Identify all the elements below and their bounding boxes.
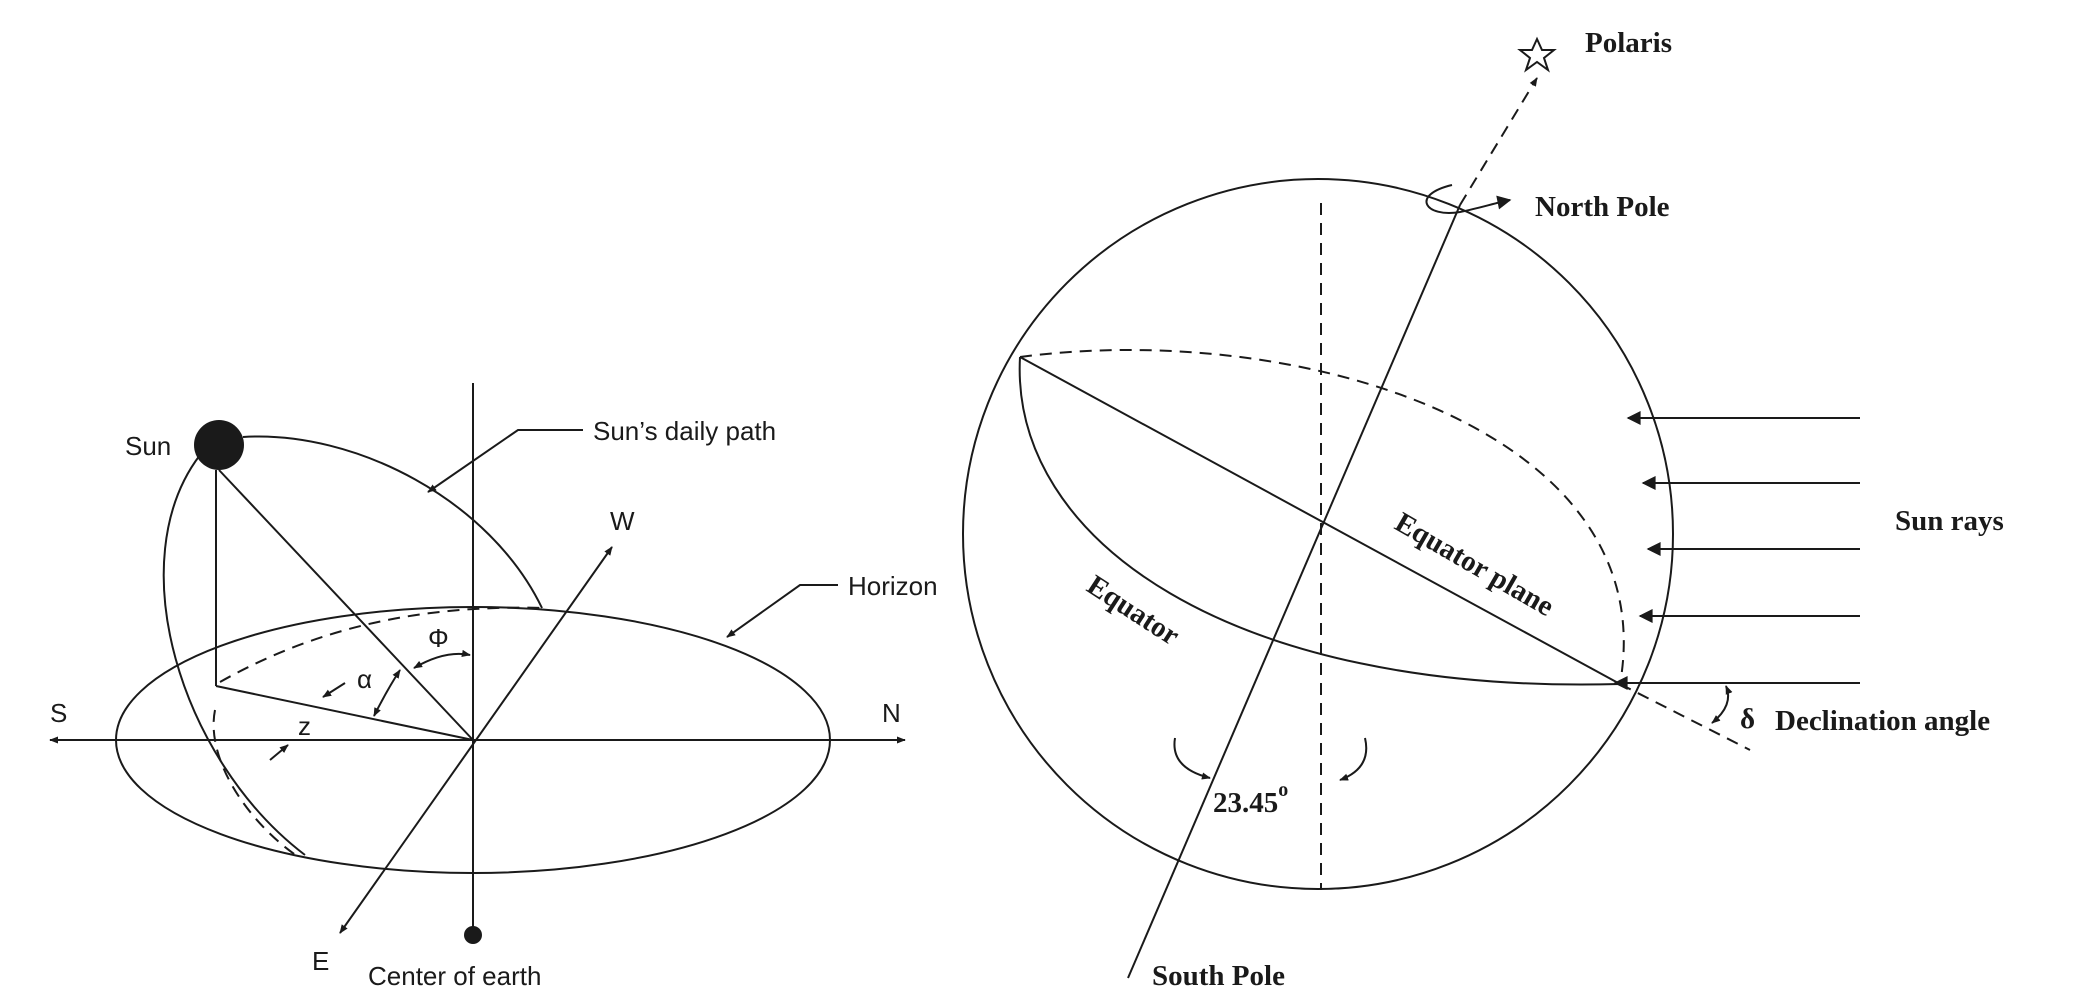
- equator-plane-line: [1019, 356, 1621, 685]
- tilt-arrow-left: [1173, 737, 1211, 780]
- equator-plane-extension: [1619, 683, 1751, 751]
- east-label: E: [312, 946, 329, 976]
- zenith-projection: [215, 685, 474, 741]
- z-label: z: [298, 711, 311, 741]
- alpha-label: α: [357, 664, 372, 694]
- sun-path-descending: [162, 454, 306, 856]
- polaris-star-icon: [1517, 36, 1557, 73]
- north-pole-label: North Pole: [1535, 191, 1670, 223]
- polaris-label: Polaris: [1585, 27, 1672, 59]
- declination-angle-label: Declination angle: [1775, 705, 1990, 737]
- north-pole-rotation-arrow: [1425, 184, 1512, 214]
- polaris-dashed-axis: [1459, 77, 1538, 206]
- horizon-leader-arrow: [726, 584, 838, 638]
- earth-rotation-axis: [1127, 204, 1461, 979]
- east-west-axis: [339, 546, 613, 934]
- right-diagram: Polaris North Pole South Pole Sun rays δ…: [962, 27, 2004, 992]
- sun-path-hidden-top: [219, 606, 546, 683]
- angle-z-arrow-bottom: [269, 744, 289, 761]
- declination-angle-arrow: [1711, 685, 1733, 724]
- equator-front-curve: [1018, 356, 1621, 686]
- sun-daily-path-label: Sun’s daily path: [593, 416, 776, 446]
- equator-label: Equator: [1081, 569, 1185, 652]
- tilt-angle-value: 23.45: [1213, 787, 1278, 819]
- sun-rays-label: Sun rays: [1895, 505, 2004, 537]
- declination-symbol: δ: [1740, 703, 1755, 735]
- center-of-earth-label: Center of earth: [368, 961, 541, 991]
- south-label: S: [50, 698, 67, 728]
- equator-back-curve: [1019, 349, 1625, 685]
- angle-phi-arrow: [413, 649, 471, 669]
- sun-path-leader-arrow: [427, 429, 583, 493]
- horizon-label: Horizon: [848, 571, 938, 601]
- south-pole-label: South Pole: [1152, 960, 1285, 992]
- phi-label: Φ: [428, 623, 449, 653]
- north-label: N: [882, 698, 901, 728]
- left-diagram: Sun Sun’s daily path Horizon Center of e…: [49, 383, 938, 991]
- center-of-earth-dot: [464, 926, 482, 944]
- angle-alpha-arrow: [373, 669, 401, 717]
- west-label: W: [610, 506, 635, 536]
- tilt-angle-label: 23.45o: [1213, 779, 1288, 819]
- sun-label: Sun: [125, 431, 171, 461]
- tilt-angle-unit: o: [1278, 779, 1288, 801]
- sun-daily-path: [242, 435, 543, 609]
- sun-ray-to-center: [218, 469, 474, 741]
- sun-icon: [194, 420, 244, 470]
- earth-circle: [962, 178, 1674, 890]
- angle-z-arrow-left: [322, 682, 346, 698]
- sun-path-hidden: [212, 709, 301, 859]
- tilt-arrow-right: [1339, 737, 1368, 781]
